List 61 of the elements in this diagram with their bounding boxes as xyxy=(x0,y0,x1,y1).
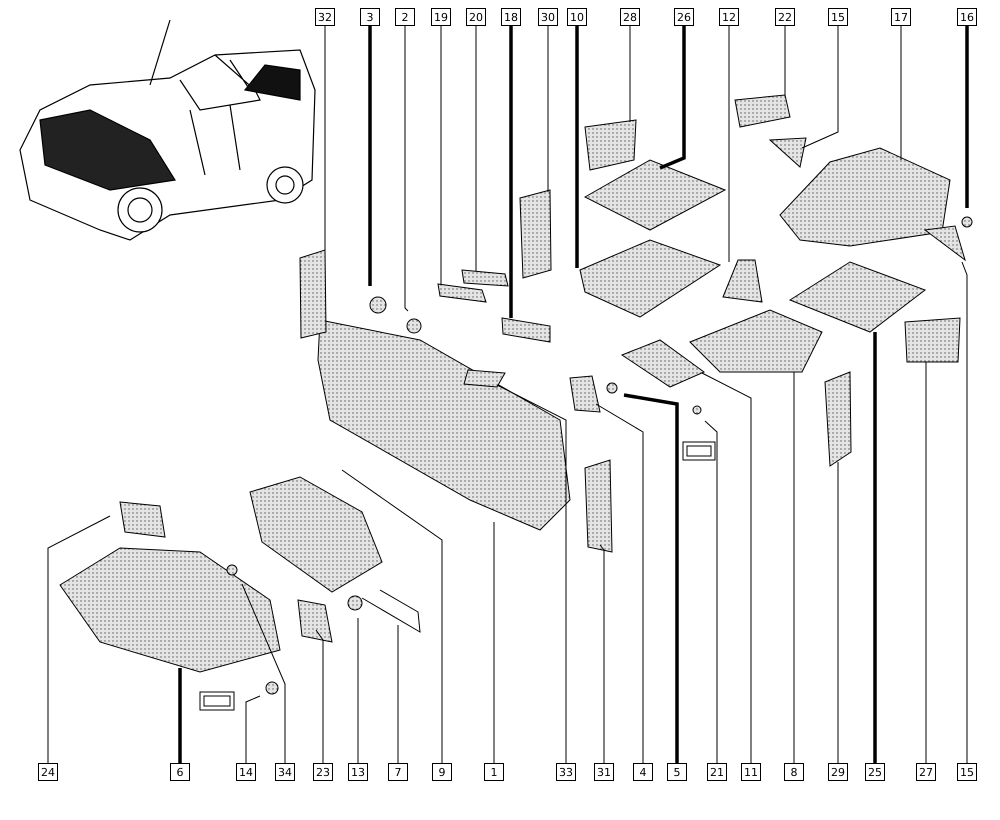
callout-number: 30 xyxy=(538,8,558,26)
leader-line xyxy=(965,26,969,208)
callout-number: 15 xyxy=(957,763,977,781)
leader-line xyxy=(496,384,566,764)
callout-number: 18 xyxy=(501,8,521,26)
leader-line xyxy=(48,516,110,764)
callout-number: 24 xyxy=(38,763,58,781)
leader-line xyxy=(704,420,718,764)
callout-number: 21 xyxy=(707,763,727,781)
leader-line xyxy=(624,393,679,763)
callout-number: 4 xyxy=(633,763,653,781)
leader-line xyxy=(600,544,604,764)
callout-number: 7 xyxy=(388,763,408,781)
leader-line xyxy=(242,584,286,764)
leader-line xyxy=(575,26,579,268)
callout-number: 16 xyxy=(957,8,977,26)
leader-line xyxy=(659,26,686,170)
callout-number: 26 xyxy=(674,8,694,26)
callout-number: 14 xyxy=(236,763,256,781)
leader-line xyxy=(404,26,408,312)
callout-number: 8 xyxy=(784,763,804,781)
leader-line xyxy=(368,26,372,286)
leader-line xyxy=(784,26,786,96)
leader-line xyxy=(962,262,968,764)
callout-number: 33 xyxy=(556,763,576,781)
callout-number: 28 xyxy=(620,8,640,26)
callout-number: 29 xyxy=(828,763,848,781)
callout-number: 15 xyxy=(828,8,848,26)
callout-number: 5 xyxy=(667,763,687,781)
leader-line xyxy=(316,630,324,764)
leader-line xyxy=(802,26,838,148)
callout-number: 9 xyxy=(432,763,452,781)
callout-number: 19 xyxy=(431,8,451,26)
leader-line xyxy=(728,26,730,262)
callout-number: 12 xyxy=(719,8,739,26)
callout-number: 34 xyxy=(275,763,295,781)
callout-number: 25 xyxy=(865,763,885,781)
leader-line xyxy=(873,332,877,763)
callout-number: 3 xyxy=(360,8,380,26)
callout-number: 17 xyxy=(891,8,911,26)
leader-line xyxy=(596,404,644,764)
callout-number: 2 xyxy=(395,8,415,26)
callout-number: 22 xyxy=(775,8,795,26)
leader-line xyxy=(900,26,902,160)
callout-number: 10 xyxy=(567,8,587,26)
leader-line xyxy=(702,372,752,764)
callout-number: 23 xyxy=(313,763,333,781)
callout-number: 27 xyxy=(916,763,936,781)
callout-number: 31 xyxy=(594,763,614,781)
callout-number: 13 xyxy=(348,763,368,781)
leader-line xyxy=(246,696,260,764)
callout-number: 11 xyxy=(741,763,761,781)
leader-line xyxy=(342,470,442,764)
callout-number: 6 xyxy=(170,763,190,781)
leader-line xyxy=(178,668,182,763)
leader-line xyxy=(324,26,326,250)
callout-number: 1 xyxy=(484,763,504,781)
leader-line xyxy=(509,26,513,318)
callout-number: 32 xyxy=(315,8,335,26)
leader-line xyxy=(440,26,442,284)
callout-number: 20 xyxy=(466,8,486,26)
